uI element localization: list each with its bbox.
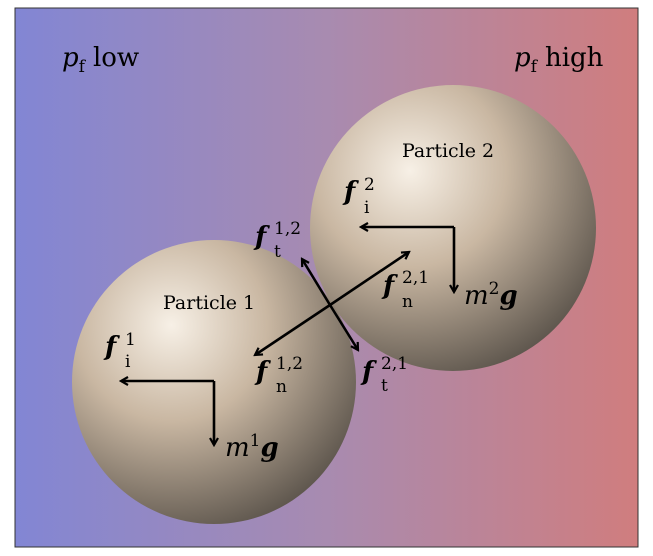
tangential-force-1-2-arrow bbox=[302, 259, 332, 306]
tangential-force-2-1-arrow bbox=[328, 304, 358, 350]
normal-force-1-2-arrow bbox=[255, 303, 331, 355]
normal-force-1-2-label: f bbox=[254, 357, 271, 387]
particle-2-label: Particle 2 bbox=[402, 140, 494, 162]
particle-1-interaction-force-subscript: i bbox=[125, 352, 131, 372]
normal-force-2-1-superscript: 2,1 bbox=[402, 268, 429, 288]
tangential-force-2-1-label: f bbox=[360, 357, 377, 387]
normal-force-1-2-superscript: 1,2 bbox=[276, 354, 303, 374]
normal-force-2-1-arrow bbox=[329, 252, 409, 307]
particle-2-interaction-force-subscript: i bbox=[364, 198, 370, 218]
particle-1-interaction-force-superscript: 1 bbox=[125, 330, 136, 350]
tangential-force-2-1-subscript: t bbox=[381, 376, 388, 396]
particle-1-gravity-label: m1g bbox=[225, 431, 279, 463]
particle-1-label: Particle 1 bbox=[163, 292, 255, 314]
tangential-force-1-2-superscript: 1,2 bbox=[274, 219, 301, 239]
normal-force-1-2-subscript: n bbox=[276, 377, 287, 397]
particle-1-interaction-force-label: f bbox=[103, 332, 120, 362]
tangential-force-2-1-superscript: 2,1 bbox=[381, 354, 408, 374]
particle-2-interaction-force-superscript: 2 bbox=[364, 175, 375, 195]
normal-force-2-1-subscript: n bbox=[402, 292, 413, 312]
tangential-force-1-2-subscript: t bbox=[274, 242, 281, 262]
normal-force-2-1-label: f bbox=[381, 271, 398, 301]
particle-2-interaction-force-label: f bbox=[342, 177, 359, 207]
particle-2-gravity-label: m2g bbox=[464, 279, 518, 311]
tangential-force-1-2-label: f bbox=[253, 222, 270, 252]
